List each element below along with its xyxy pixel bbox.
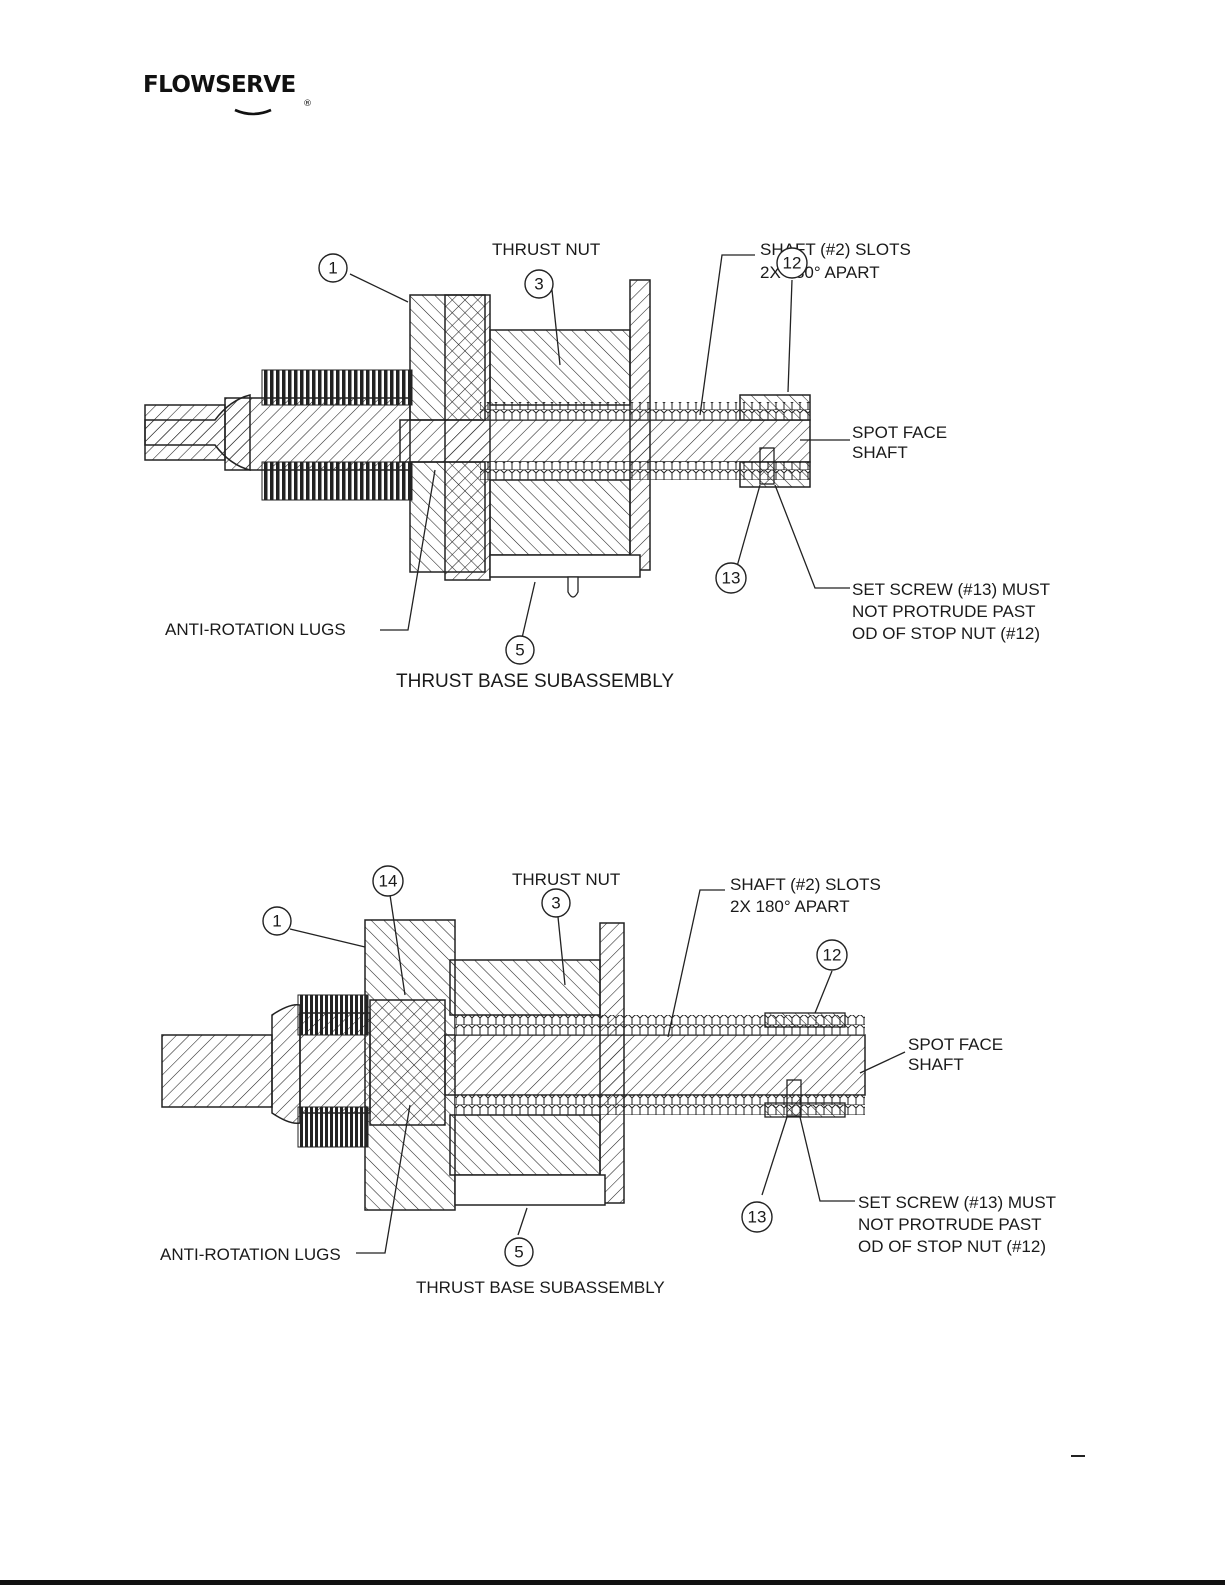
label-set-screw-2: NOT PROTRUDE PAST xyxy=(852,602,1036,621)
thrust-nut-upper xyxy=(489,329,631,406)
label-set-screw-3: OD OF STOP NUT (#12) xyxy=(852,624,1040,643)
thrust-nut-lower-2 xyxy=(449,1114,601,1176)
figure-thrust-base-assembly-2: THRUST NUT SHAFT (#2) SLOTS 2X 180° APAR… xyxy=(0,855,1225,1305)
drive-sleeve-2 xyxy=(369,999,446,1126)
figure-thrust-base-assembly-1: THRUST NUT SHAFT (#2) SLOTS 2X 180° APAR… xyxy=(0,230,1225,700)
set-screw xyxy=(759,447,775,485)
brand-wordmark: FLOWSERVE xyxy=(143,72,296,98)
svg-text:3: 3 xyxy=(534,275,543,294)
svg-text:5: 5 xyxy=(514,1243,523,1262)
thrust-base-flange xyxy=(444,294,491,581)
logo-swoosh-icon: ® xyxy=(234,99,312,116)
label-thrust-nut-2: THRUST NUT xyxy=(512,870,620,889)
label-set-screw-1-2: SET SCREW (#13) MUST xyxy=(858,1193,1056,1212)
thrust-nut-upper-2 xyxy=(449,959,601,1016)
svg-text:12: 12 xyxy=(783,254,802,273)
page-marker xyxy=(1071,1455,1085,1457)
stop-nut-lower-2 xyxy=(764,1102,846,1118)
shaft-hub xyxy=(224,397,411,471)
label-thrust-nut: THRUST NUT xyxy=(492,240,600,259)
assembly-drawing-2: THRUST NUT SHAFT (#2) SLOTS 2X 180° APAR… xyxy=(160,865,1056,1297)
thrust-nut-lower xyxy=(489,479,631,556)
label-subassembly-2: THRUST BASE SUBASSEMBLY xyxy=(416,1278,665,1297)
svg-text:1: 1 xyxy=(328,259,337,278)
svg-text:13: 13 xyxy=(722,569,741,588)
leader-lines-1 xyxy=(349,254,850,639)
thrust-nut-flange xyxy=(629,279,651,571)
shaft-teeth-lower-2 xyxy=(455,1095,865,1115)
stop-nut-upper-2 xyxy=(764,1012,846,1028)
label-spot-face-1: SPOT FACE xyxy=(852,423,947,442)
grease-fitting xyxy=(567,576,579,598)
callout-3-2: 3 xyxy=(541,888,571,918)
svg-text:14: 14 xyxy=(379,872,398,891)
callout-5-2: 5 xyxy=(504,1237,534,1267)
bottom-rule xyxy=(0,1580,1225,1585)
label-spot-face-2: SHAFT xyxy=(852,443,908,462)
label-shaft-slots-2-2: 2X 180° APART xyxy=(730,897,850,916)
svg-text:1: 1 xyxy=(272,912,281,931)
callout-13: 13 xyxy=(715,562,747,594)
callout-13-2: 13 xyxy=(741,1201,773,1233)
callout-12: 12 xyxy=(776,247,808,279)
label-set-screw-2-2: NOT PROTRUDE PAST xyxy=(858,1215,1042,1234)
thrust-base-body xyxy=(489,554,641,578)
label-spot-face-1-2: SPOT FACE xyxy=(908,1035,1003,1054)
label-subassembly: THRUST BASE SUBASSEMBLY xyxy=(396,671,674,692)
svg-text:12: 12 xyxy=(823,946,842,965)
svg-text:3: 3 xyxy=(551,894,560,913)
callout-1: 1 xyxy=(318,253,348,283)
callout-12-2: 12 xyxy=(816,939,848,971)
flowserve-logo: FLOWSERVE ® xyxy=(143,72,318,118)
label-shaft-slots-1-2: SHAFT (#2) SLOTS xyxy=(730,875,881,894)
leader-lines-2 xyxy=(289,889,906,1254)
assembly-drawing-1: THRUST NUT SHAFT (#2) SLOTS 2X 180° APAR… xyxy=(144,240,1050,692)
thrust-nut-flange-2 xyxy=(599,922,625,1204)
stop-nut-upper xyxy=(739,394,811,421)
label-set-screw-1: SET SCREW (#13) MUST xyxy=(852,580,1050,599)
callout-14: 14 xyxy=(372,865,404,897)
svg-text:13: 13 xyxy=(748,1208,767,1227)
stop-nut-lower xyxy=(739,461,811,488)
thrust-base-body-2 xyxy=(454,1174,606,1206)
shaft-main-2 xyxy=(444,1034,866,1096)
label-anti-rotation-2: ANTI-ROTATION LUGS xyxy=(160,1245,341,1264)
set-screw-2 xyxy=(786,1079,802,1117)
callout-1-2: 1 xyxy=(262,906,292,936)
svg-text:5: 5 xyxy=(515,641,524,660)
shaft-teeth-upper-2 xyxy=(455,1015,865,1035)
label-anti-rotation: ANTI-ROTATION LUGS xyxy=(165,620,346,639)
callout-3: 3 xyxy=(524,269,554,299)
callout-5: 5 xyxy=(505,635,535,665)
registered-mark: ® xyxy=(303,99,312,109)
shaft-hub-2 xyxy=(299,1012,371,1114)
label-set-screw-3-2: OD OF STOP NUT (#12) xyxy=(858,1237,1046,1256)
shaft-left-end-2 xyxy=(161,1003,301,1125)
label-spot-face-2-2: SHAFT xyxy=(908,1055,964,1074)
